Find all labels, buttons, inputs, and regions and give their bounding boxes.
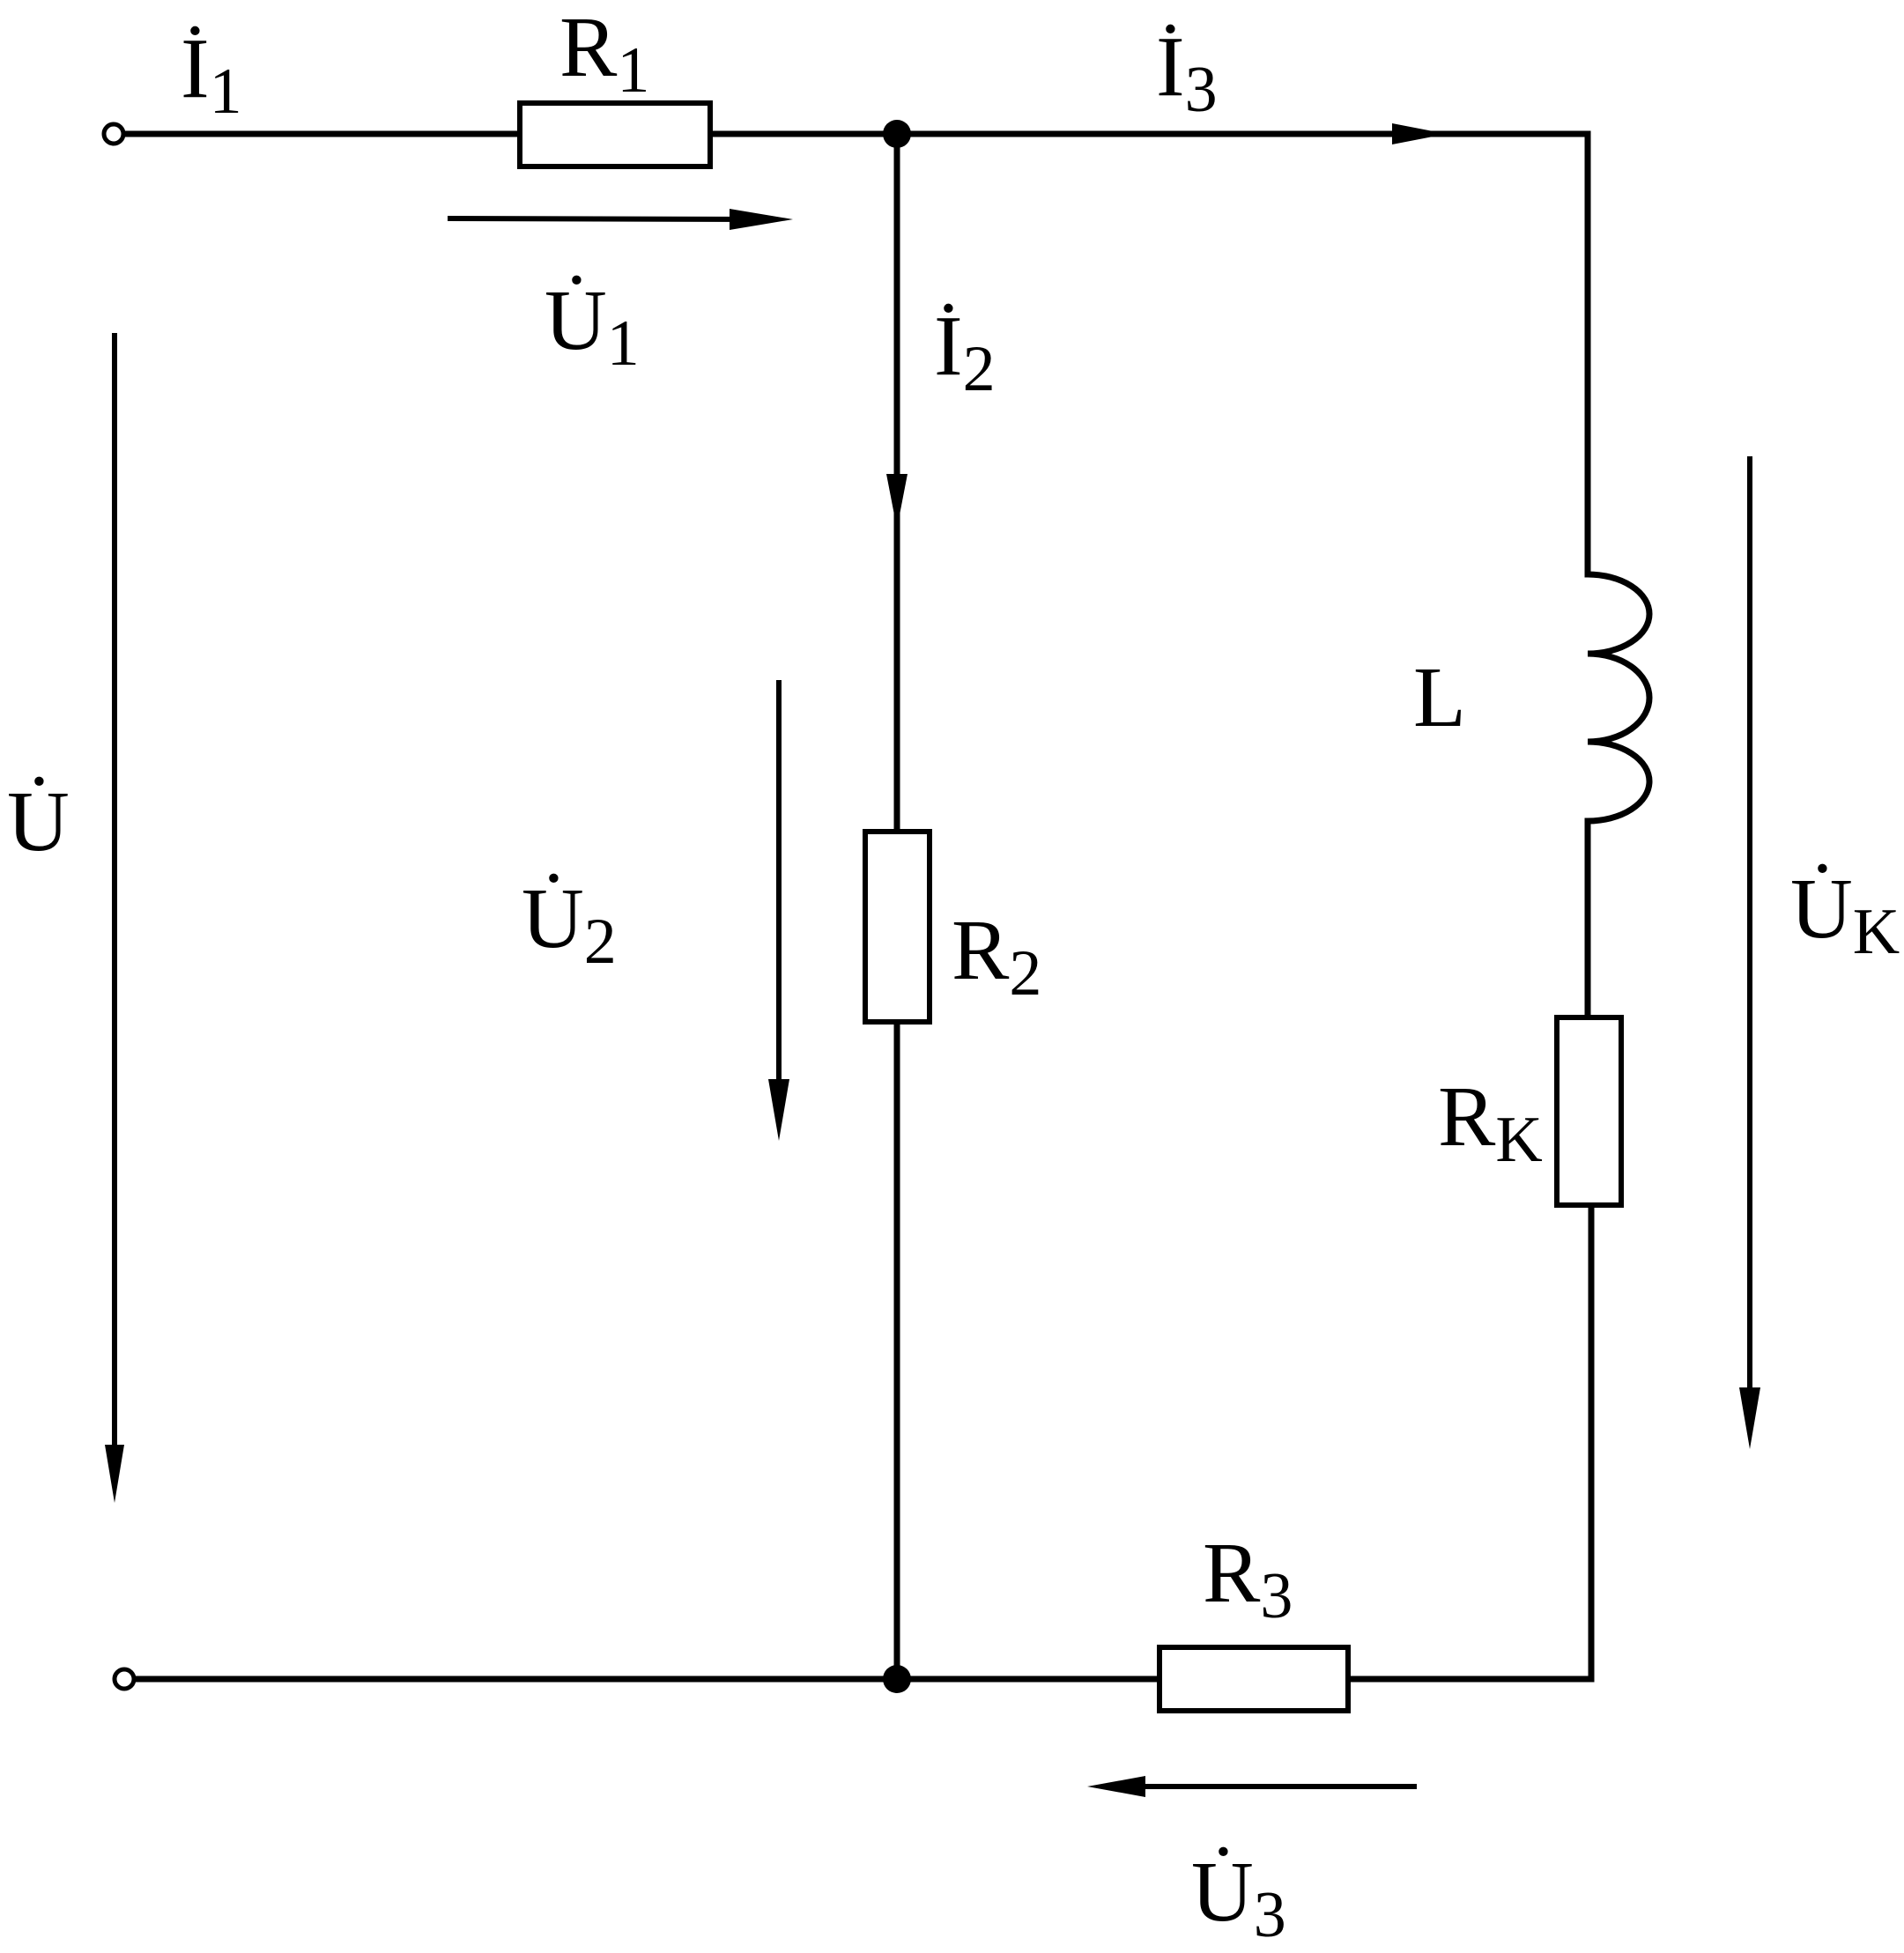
resistor-r3 <box>1157 1645 1351 1713</box>
label-rk: RK <box>1438 1069 1543 1176</box>
label-u3: U̇3 <box>1191 1845 1286 1951</box>
arrow-i3-head <box>1392 123 1447 144</box>
arrow-u1-head <box>730 209 793 230</box>
label-u1: U̇1 <box>545 273 640 380</box>
label-r2: R2 <box>952 903 1041 1010</box>
label-u: U̇ <box>7 774 70 869</box>
junction-bottom <box>883 1665 911 1693</box>
label-l: L <box>1413 650 1466 745</box>
label-i2: İ2 <box>934 299 996 405</box>
wires <box>118 130 1595 1683</box>
label-uk: U̇K <box>1790 862 1900 968</box>
label-i3: İ3 <box>1156 19 1218 126</box>
resistor-rk <box>1554 1015 1624 1208</box>
arrows <box>105 123 1760 1797</box>
arrow-u1 <box>447 216 759 222</box>
label-i1: İ1 <box>181 21 242 128</box>
arrow-u3-head <box>1087 1776 1145 1797</box>
resistor-r1 <box>517 100 713 169</box>
label-r1: R1 <box>559 0 649 107</box>
label-u2: U̇2 <box>522 871 617 978</box>
resistor-r2 <box>863 829 932 1025</box>
inductor-l <box>1584 571 1653 825</box>
arrow-i2-head <box>886 474 908 529</box>
arrow-u-head <box>105 1445 124 1503</box>
input-terminal-top <box>101 122 126 146</box>
input-terminal-bottom <box>112 1667 137 1691</box>
arrow-uk-head <box>1739 1387 1760 1449</box>
label-r3: R3 <box>1203 1526 1293 1632</box>
arrow-u2-head <box>768 1079 789 1141</box>
junction-top <box>883 120 911 148</box>
